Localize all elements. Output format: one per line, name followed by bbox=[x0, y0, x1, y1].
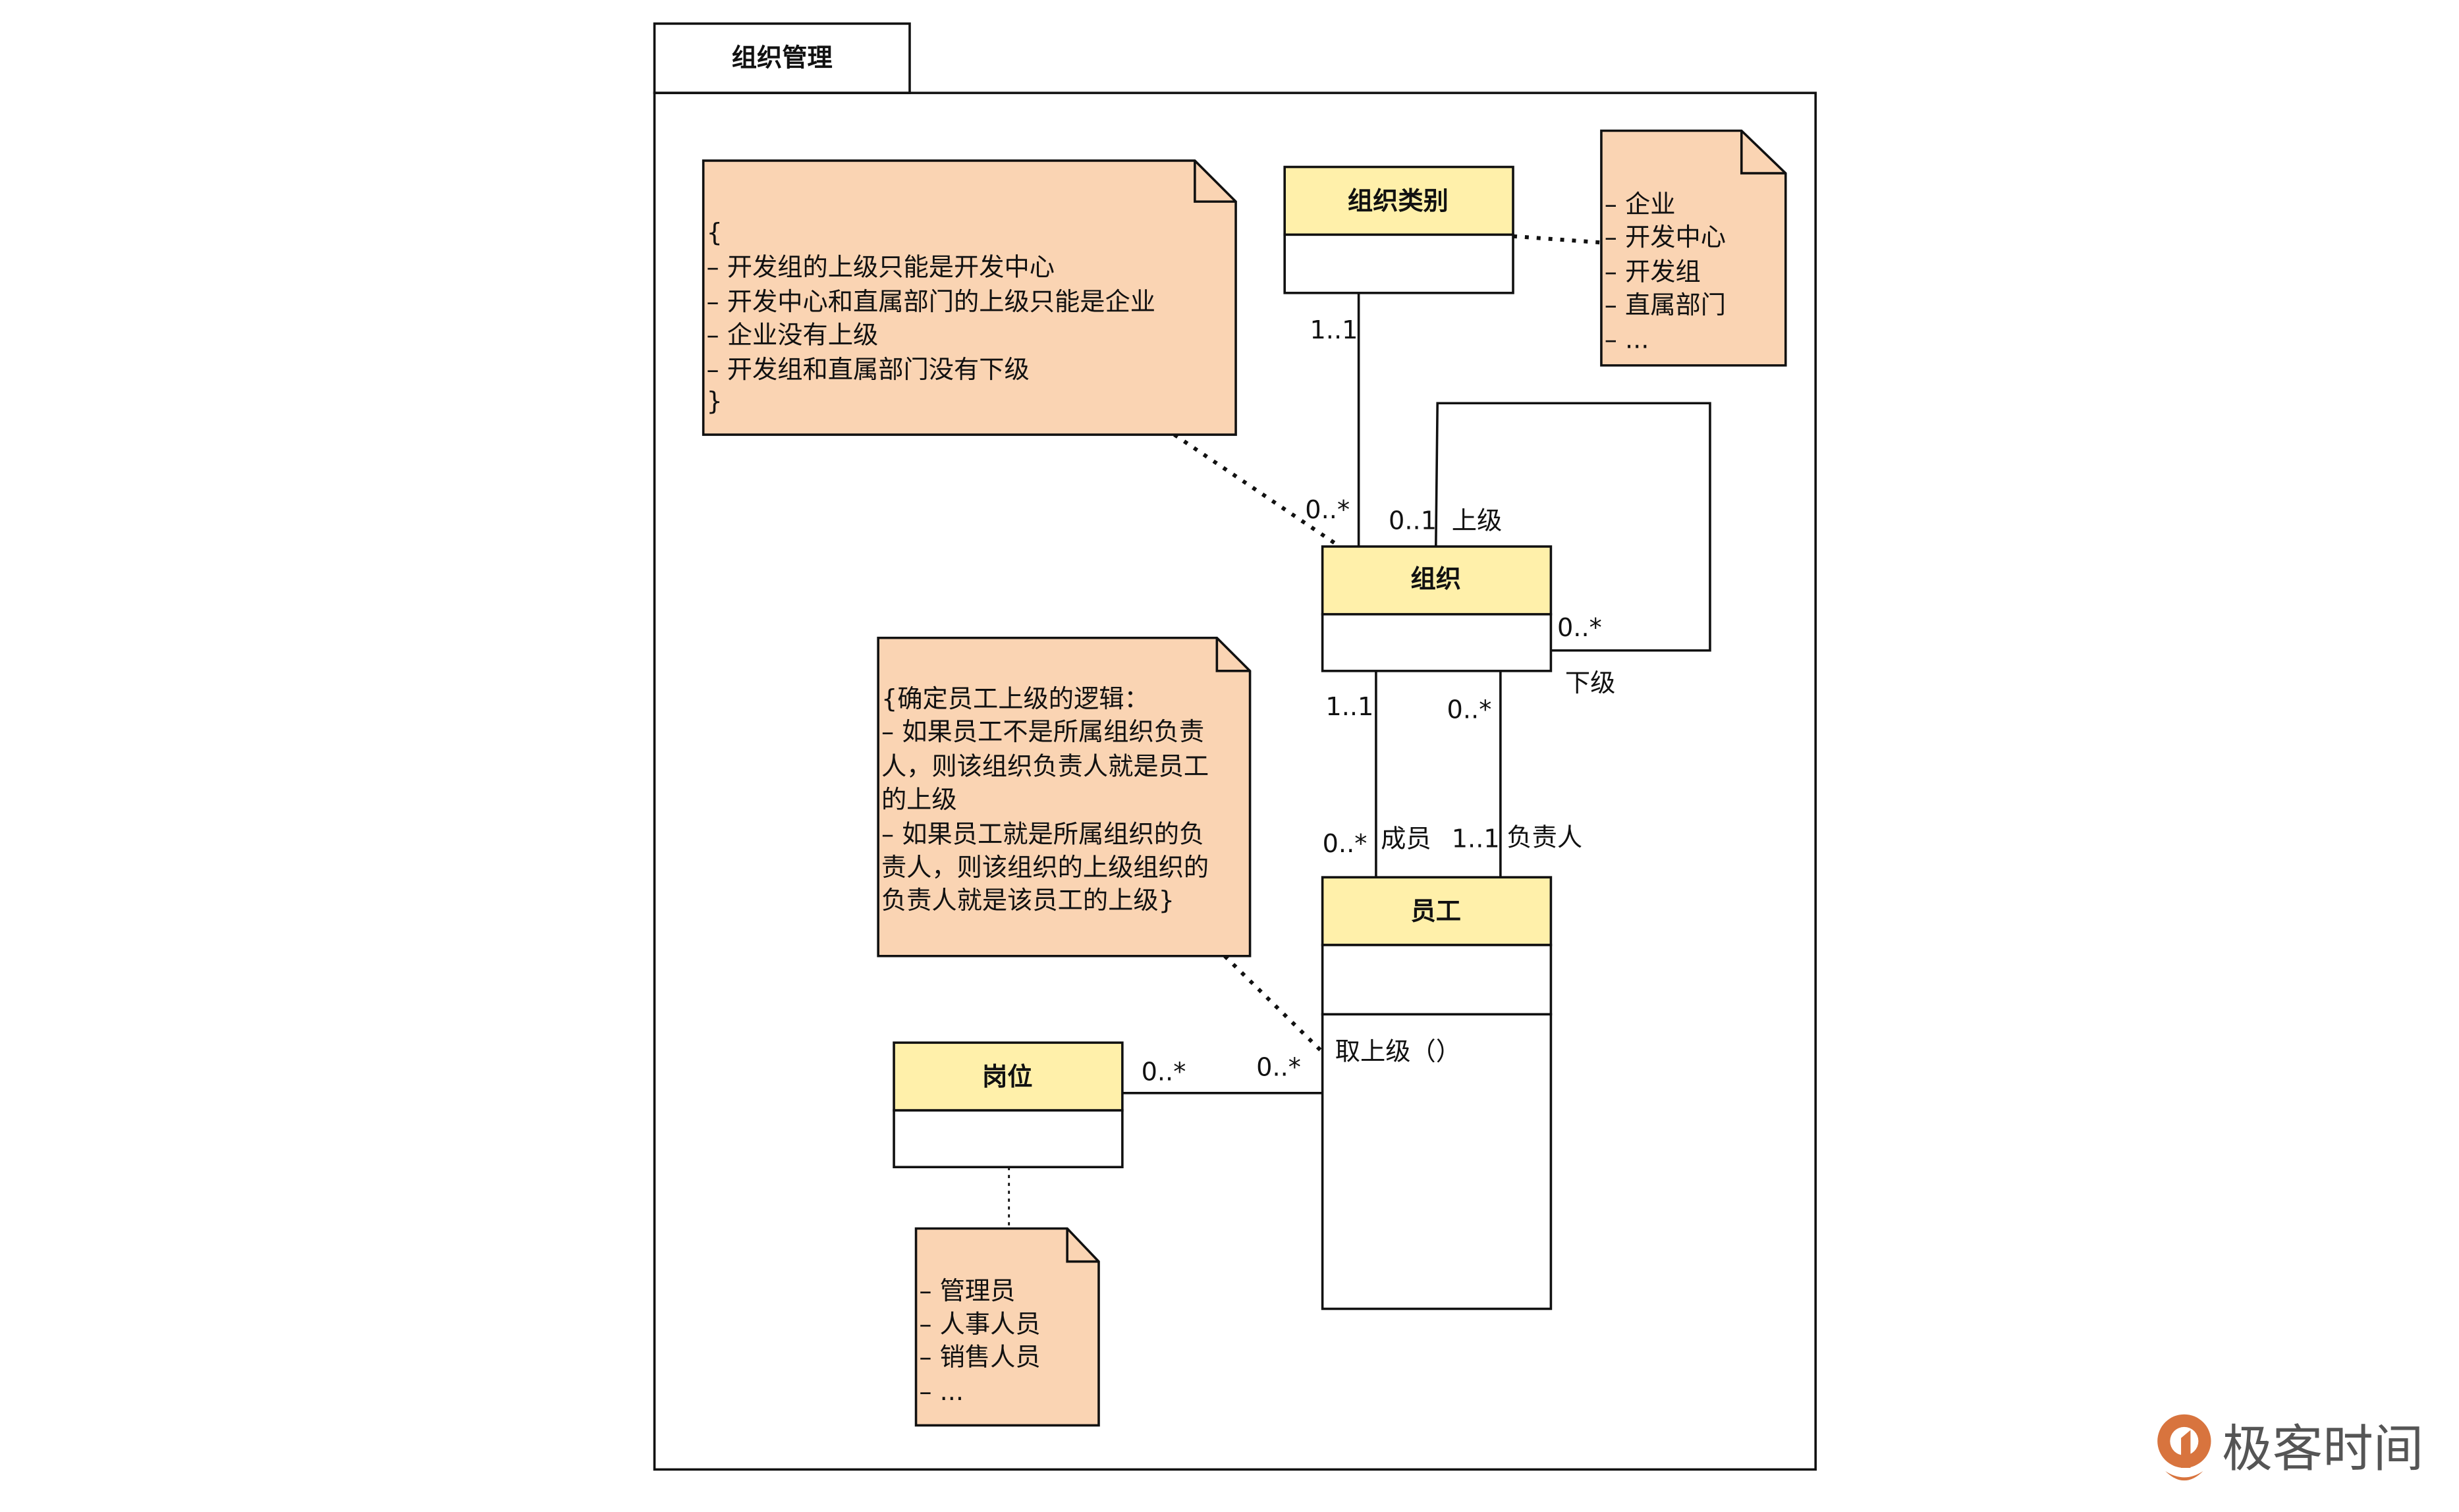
class-name: 员工 bbox=[1411, 897, 1462, 927]
assoc-org-self bbox=[1435, 402, 1711, 652]
note-link-org bbox=[1173, 433, 1341, 549]
class-name: 组织 bbox=[1411, 564, 1462, 594]
class-header bbox=[1321, 545, 1553, 616]
class-operations bbox=[1321, 1013, 1553, 1310]
note-org-rules: { – 开发组的上级只能是开发中心 – 开发中心和直属部门的上级只能是企业 – … bbox=[702, 159, 1237, 436]
mult-org-child: 0..* bbox=[1557, 613, 1602, 643]
connectors bbox=[1008, 234, 1711, 1229]
mult-employee-leader: 1..1 bbox=[1452, 824, 1500, 854]
class-attributes bbox=[893, 1109, 1124, 1169]
note-link-employee bbox=[1223, 954, 1323, 1052]
mult-org-parent: 0..1 bbox=[1389, 506, 1437, 536]
note-fold bbox=[1194, 160, 1236, 203]
note-fold bbox=[1740, 130, 1786, 175]
note-link-orgtype bbox=[1512, 234, 1602, 245]
mult-employee-position-end: 0..* bbox=[1256, 1053, 1301, 1083]
class-employee[interactable]: 员工 取上级（） bbox=[1321, 876, 1553, 1310]
role-org-child: 下级 bbox=[1565, 668, 1616, 698]
class-name: 岗位 bbox=[982, 1062, 1033, 1092]
class-name: 组织类别 bbox=[1348, 186, 1449, 216]
note-text: – 企业 – 开发中心 – 开发组 – 直属部门 – ... bbox=[1605, 190, 1734, 355]
class-attributes bbox=[1321, 612, 1553, 672]
class-attributes bbox=[1321, 944, 1553, 1016]
logo-text: 极客时间 bbox=[2222, 1420, 2423, 1479]
mult-orgtype-end: 1..1 bbox=[1310, 315, 1358, 345]
class-header bbox=[1283, 165, 1514, 236]
note-text: {确定员工上级的逻辑： – 如果员工不是所属组织负责 人，则该组织负责人就是员工… bbox=[881, 684, 1217, 915]
class-header bbox=[1321, 876, 1553, 946]
mult-org-leader-org-end: 0..* bbox=[1447, 695, 1492, 725]
role-leader: 负责人 bbox=[1506, 823, 1582, 852]
package-frame: 组织管理 bbox=[653, 22, 1817, 1471]
association-labels: 1..1 0..* 0..1 上级 0..* 下级 1..1 0..* 0..*… bbox=[1142, 315, 1616, 1087]
class-attributes bbox=[1283, 233, 1514, 294]
package-body bbox=[653, 92, 1817, 1471]
class-org-type[interactable]: 组织类别 bbox=[1283, 165, 1514, 294]
class-position[interactable]: 岗位 bbox=[893, 1041, 1124, 1169]
package-tab bbox=[653, 22, 911, 94]
mult-org-end-orgtype: 0..* bbox=[1305, 495, 1350, 525]
operation-get-supervisor: 取上级（） bbox=[1335, 1037, 1461, 1067]
mult-position-end: 0..* bbox=[1142, 1058, 1186, 1087]
package-title: 组织管理 bbox=[732, 43, 833, 72]
role-org-parent: 上级 bbox=[1452, 506, 1503, 536]
note-fold bbox=[1066, 1228, 1099, 1263]
note-fold bbox=[1215, 637, 1250, 672]
logo-icon bbox=[2157, 1414, 2211, 1481]
mult-org-members-org-end: 1..1 bbox=[1325, 692, 1373, 722]
note-supervisor-logic: {确定员工上级的逻辑： – 如果员工不是所属组织负责 人，则该组织负责人就是员工… bbox=[877, 636, 1252, 958]
class-org[interactable]: 组织 bbox=[1321, 545, 1553, 672]
role-members: 成员 bbox=[1381, 824, 1431, 854]
note-text: { – 开发组的上级只能是开发中心 – 开发中心和直属部门的上级只能是企业 – … bbox=[706, 218, 1163, 416]
geektime-logo: 极客时间 bbox=[2157, 1414, 2423, 1481]
note-text: – 管理员 – 人事人员 – 销售人员 – ... bbox=[919, 1276, 1048, 1407]
mult-employee-members: 0..* bbox=[1323, 829, 1368, 859]
note-position-values: – 管理员 – 人事人员 – 销售人员 – ... bbox=[914, 1227, 1100, 1427]
note-org-type-values: – 企业 – 开发中心 – 开发组 – 直属部门 – ... bbox=[1600, 129, 1787, 367]
